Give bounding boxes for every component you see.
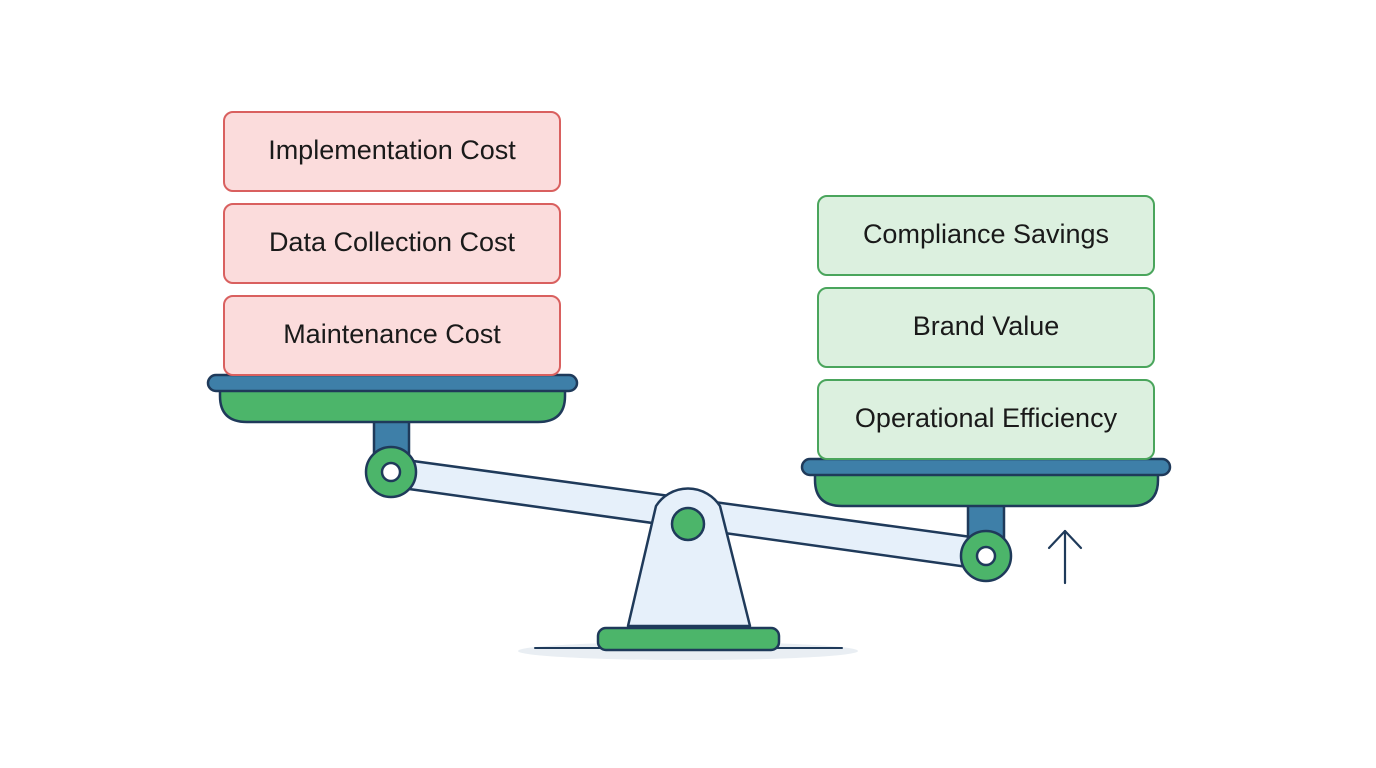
cost-item-label: Data Collection Cost (269, 227, 516, 257)
cost-item-box (223, 111, 561, 192)
arrow-up-icon (1047, 529, 1083, 585)
cost-item-box (223, 203, 561, 284)
scale-base (596, 626, 781, 652)
right-pan-tray (800, 457, 1172, 477)
benefit-item-label: Brand Value (913, 311, 1060, 341)
left-pan-joint-hole (380, 461, 402, 483)
cost-item-box (223, 295, 561, 376)
benefit-item-box (817, 287, 1155, 368)
cost-item-label: Maintenance Cost (283, 319, 501, 349)
cost-item: Implementation Cost (223, 111, 561, 192)
left-pan-tray (206, 373, 579, 393)
right-pan-joint-hole (975, 545, 997, 567)
benefit-item-label: Operational Efficiency (855, 403, 1118, 433)
benefit-item-box (817, 195, 1155, 276)
benefit-item-label: Compliance Savings (863, 219, 1109, 249)
benefit-item: Compliance Savings (817, 195, 1155, 276)
scale-stand (626, 487, 752, 628)
right-pan-bowl (813, 472, 1160, 508)
cost-item-label: Implementation Cost (268, 135, 516, 165)
fulcrum-pivot (670, 506, 706, 542)
cost-item: Maintenance Cost (223, 295, 561, 376)
left-pan-bowl (218, 388, 567, 424)
benefit-item-box (817, 379, 1155, 460)
benefit-item: Operational Efficiency (817, 379, 1155, 460)
benefit-item: Brand Value (817, 287, 1155, 368)
cost-item: Data Collection Cost (223, 203, 561, 284)
